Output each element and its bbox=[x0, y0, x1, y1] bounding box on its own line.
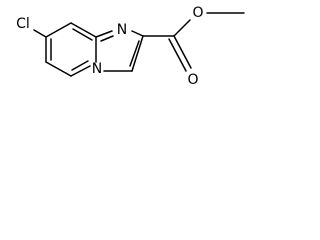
atom-label-chlorine: Cl bbox=[16, 16, 30, 32]
atom-label-carbonyl-oxygen: O bbox=[187, 72, 198, 88]
bond-n1-c2 bbox=[131, 30, 144, 37]
bond-c2-c3-inner bbox=[129, 40, 140, 67]
chemical-structure-diagram: Cl N N O O bbox=[16, 5, 245, 88]
bond-c8-c8a-inner bbox=[72, 28, 93, 41]
atom-label-ring-nitrogen: N bbox=[117, 22, 127, 38]
bond-c6-c5 bbox=[45, 61, 72, 77]
bond-carbonyl-o-single bbox=[173, 19, 191, 37]
atom-label-ester-oxygen: O bbox=[192, 5, 203, 21]
bond-carbonyl-o-double-b bbox=[168, 38, 187, 72]
bond-c8-c8a bbox=[70, 22, 97, 38]
bond-c8a-n1-inner bbox=[100, 35, 114, 42]
bond-c5-n4-inner bbox=[71, 60, 89, 71]
bond-c7-c8 bbox=[45, 22, 72, 38]
atom-label-bridgehead-nitrogen: N bbox=[92, 61, 102, 77]
bond-carbonyl-o-double-a bbox=[173, 35, 192, 69]
bond-layer bbox=[33, 12, 245, 77]
bond-c5-n4 bbox=[70, 65, 91, 77]
atom-label-layer: Cl N N O O bbox=[16, 5, 203, 88]
bond-c8a-n1 bbox=[95, 30, 113, 38]
bond-cl-c7 bbox=[33, 29, 47, 38]
bond-c2-c3 bbox=[131, 35, 144, 72]
